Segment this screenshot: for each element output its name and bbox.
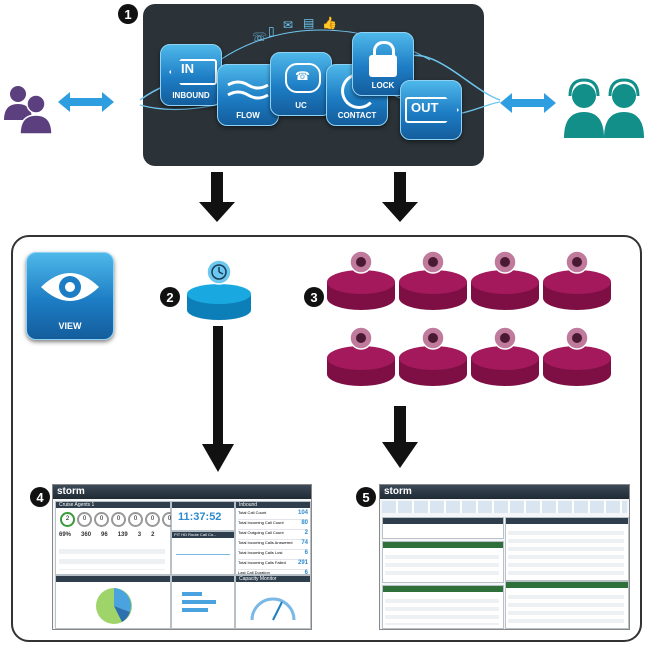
chat-icon: ▤ [303, 16, 315, 30]
down-arrow-right [382, 172, 418, 222]
dash5-panel-c [382, 585, 504, 629]
flow-label: FLOW [236, 111, 260, 120]
inbound-row: Total Incoming Calls Answered 74 [238, 540, 308, 550]
inbound-panel-title: Inbound [239, 502, 258, 508]
eye-icon [41, 273, 99, 301]
inbound-row: Total Outgoing Call Count 2 [238, 530, 308, 540]
view-app-tile: VIEW [26, 252, 114, 340]
cloud-icon [285, 63, 321, 93]
view-label: VIEW [58, 321, 82, 331]
dash5-panel-d [505, 517, 629, 581]
stat-value: 360 [81, 532, 92, 538]
agents-panel-title: Cruise Agents 1 [59, 502, 95, 508]
agent-circle: 0 [77, 512, 92, 527]
inbound-row: Last Call Duration 6 [238, 570, 308, 579]
clock-value: 11:37:52 [178, 511, 222, 523]
down-arrow-left [199, 172, 235, 222]
step-badge-1: 1 [118, 4, 138, 24]
contact-label: CONTACT [337, 111, 377, 120]
email-icon: ✉ [283, 18, 294, 32]
row-label: Total Call Count [238, 510, 267, 515]
out-text: OUT [411, 100, 439, 115]
agent-circle: 0 [111, 512, 126, 527]
row-label: Total Incoming Calls Failed [238, 560, 286, 565]
stat-value: 69% [59, 532, 72, 538]
inbound-row: Total Incoming Calls Lost 6 [238, 550, 308, 560]
outbound-app-tile: OUT [400, 80, 462, 140]
inbound-row: Total Call Count 104 [238, 510, 308, 520]
mobile-icon: ▯ [268, 24, 275, 38]
step-badge-5: 5 [356, 487, 376, 507]
dashboard-5-screenshot: storm [379, 484, 630, 630]
agents-icon [564, 78, 644, 138]
stat-value: 96 [101, 532, 108, 538]
capacity-monitor-panel: Capacity Monitor [235, 575, 311, 629]
realtime-data-disk [187, 259, 251, 320]
stat-value: 3 [137, 532, 142, 538]
dashboard-4-screenshot: storm Cruise Agents 1 2 0 0 0 0 0 0 69% … [52, 484, 312, 630]
dash5-panel-a [382, 517, 504, 539]
customer-link-arrow [58, 92, 114, 112]
row-value: 104 [297, 510, 308, 516]
desk-phone-icon: ☎ [295, 69, 310, 83]
stat-value: 139 [117, 532, 128, 538]
flow-app-tile: FLOW [217, 64, 279, 126]
like-icon: 👍 [322, 16, 337, 30]
agent-circle: 0 [94, 512, 109, 527]
agent-circle: 0 [145, 512, 160, 527]
row-label: Total Incoming Call Count [238, 520, 284, 525]
stat-value: 2 [151, 532, 155, 538]
historical-data-disks [326, 250, 612, 387]
gauge-icon [250, 597, 296, 621]
in-text: IN [181, 61, 194, 76]
row-label: Last Call Duration [238, 570, 270, 575]
inbound-app-tile: IN INBOUND [160, 44, 222, 106]
inbound-row: Total Incoming Call Count 80 [238, 520, 308, 530]
uc-app-tile: ☎ UC [270, 52, 332, 116]
agent-link-arrow [500, 93, 556, 113]
route-panel-title: PIT HD Route Call Co... [174, 532, 217, 537]
row-value: 2 [304, 530, 308, 536]
view-container [11, 235, 642, 642]
uc-label: UC [295, 101, 307, 110]
pie-panel [55, 575, 171, 629]
dash5-panel-e [505, 581, 629, 629]
agents-panel: Cruise Agents 1 2 0 0 0 0 0 0 69% 360 96… [55, 501, 177, 575]
inbound-label: INBOUND [172, 91, 210, 100]
phone-icon: ☏ [252, 30, 268, 44]
clock-panel: 11:37:52 [171, 501, 235, 531]
agent-circle: 2 [60, 512, 75, 527]
capacity-panel-title: Capacity Monitor [239, 576, 277, 582]
row-label: Total Incoming Calls Lost [238, 550, 283, 555]
route-call-panel: PIT HD Route Call Co... [171, 531, 235, 575]
row-label: Total Incoming Calls Answered [238, 540, 293, 545]
dashboard-5-brand: storm [384, 486, 412, 497]
step-badge-3: 3 [304, 287, 324, 307]
flow-icon [227, 80, 269, 100]
step-badge-2: 2 [160, 287, 180, 307]
pie-chart [96, 588, 132, 624]
step-badge-4: 4 [30, 487, 50, 507]
inbound-row: Total Incoming Calls Failed 291 [238, 560, 308, 570]
agent-strip [382, 501, 627, 513]
lock-icon [369, 55, 397, 77]
row-label: Total Outgoing Call Count [238, 530, 284, 535]
cruise-agents-call-panel [171, 575, 235, 629]
row-value: 80 [301, 520, 308, 526]
agent-stats: 69% 360 96 139 3 2 [59, 532, 154, 538]
inbound-panel: Inbound Total Call Count 104 Total Incomi… [235, 501, 311, 576]
inbound-stats-list: Total Call Count 104 Total Incoming Call … [238, 510, 308, 579]
down-arrow-to-dashboard-5 [382, 406, 418, 468]
row-value: 6 [304, 550, 308, 556]
row-value: 291 [297, 560, 308, 566]
down-arrow-to-dashboard-4 [202, 326, 234, 472]
row-value: 74 [301, 540, 308, 546]
dashboard-4-brand: storm [57, 486, 85, 497]
agent-circle: 0 [128, 512, 143, 527]
customers-icon [4, 86, 53, 135]
row-value: 6 [304, 570, 308, 576]
lock-label: LOCK [371, 81, 395, 90]
agent-status-circles: 2 0 0 0 0 0 0 [60, 512, 177, 527]
dash5-panel-b [382, 541, 504, 583]
